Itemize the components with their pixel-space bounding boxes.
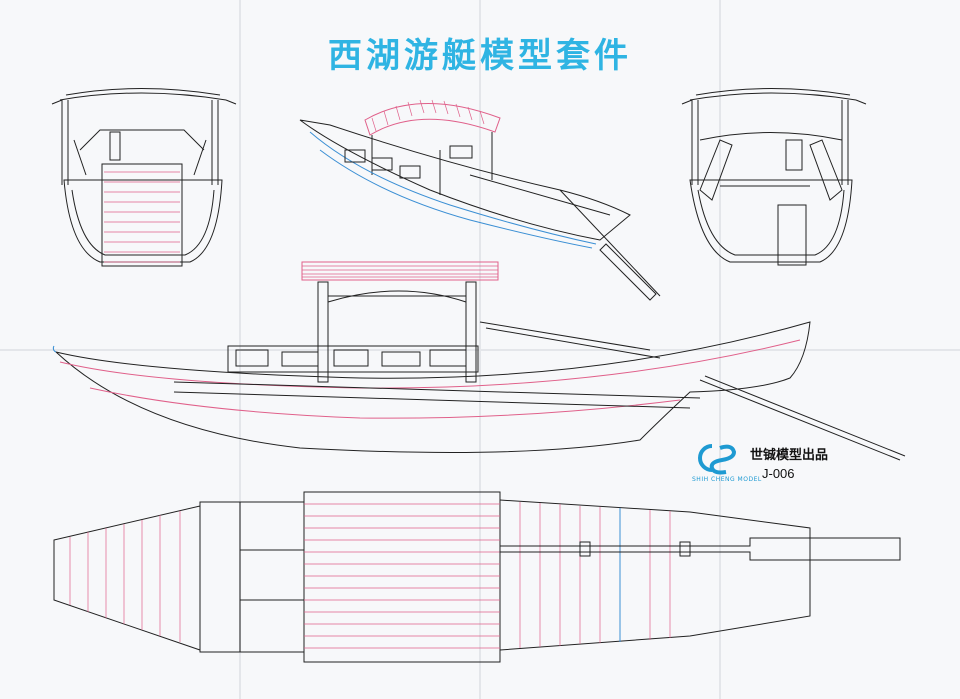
perspective-view: [299, 99, 661, 301]
model-code: J-006: [762, 466, 795, 481]
top-view: [53, 491, 901, 663]
page-title: 西湖游艇模型套件: [328, 36, 632, 76]
brand-logo-icon: [698, 444, 737, 475]
brand-block: SHIH CHENG MODEL 世铖模型出品 J-006: [692, 440, 842, 495]
front-view-right: [681, 88, 867, 266]
brand-logo-subtext: SHIH CHENG MODEL: [692, 476, 762, 483]
front-view-left: [51, 88, 237, 267]
maker-label: 世铖模型出品: [750, 448, 829, 463]
side-view: [52, 261, 906, 461]
